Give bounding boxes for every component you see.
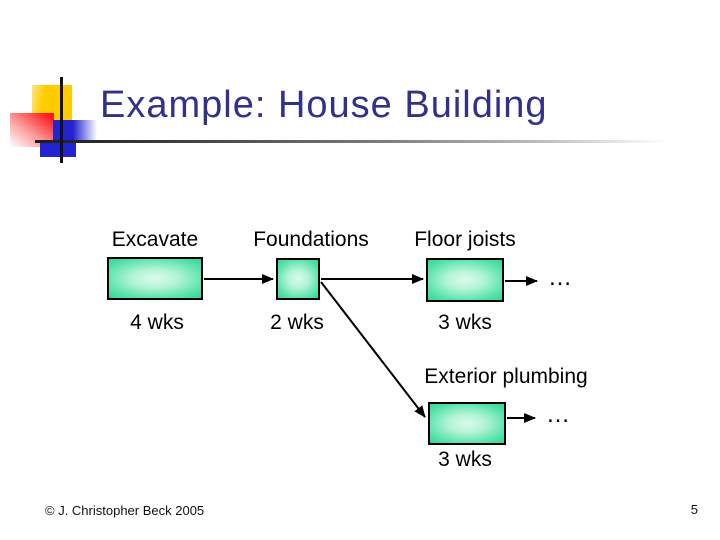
- task-box-excavate: [107, 257, 203, 300]
- footer-page-number: 5: [690, 502, 698, 517]
- task-box-floor-joists: [426, 258, 504, 302]
- header-divider-line: [35, 140, 715, 143]
- task-duration-exterior-plumbing: 3 wks: [438, 448, 492, 471]
- logo-crosshair-vertical-line: [60, 77, 63, 163]
- continuation-ellipsis-top: …: [548, 264, 572, 291]
- footer-copyright: © J. Christopher Beck 2005: [45, 503, 205, 518]
- task-label-foundations: Foundations: [253, 228, 369, 251]
- task-duration-foundations: 2 wks: [270, 311, 324, 334]
- task-duration-floor-joists: 3 wks: [438, 311, 492, 334]
- slide-title: Example: House Building: [100, 84, 548, 126]
- logo-blue-square: [53, 120, 97, 143]
- continuation-ellipsis-bottom: …: [546, 401, 570, 428]
- task-label-excavate: Excavate: [111, 228, 199, 251]
- task-label-exterior-plumbing: Exterior plumbing: [424, 365, 588, 388]
- task-box-foundations: [276, 258, 320, 300]
- arrow-foundations-to-exterior-plumbing: [320, 281, 426, 418]
- task-box-exterior-plumbing: [428, 402, 506, 445]
- task-duration-excavate: 4 wks: [130, 311, 184, 334]
- logo-blue-square-lower: [40, 143, 76, 157]
- task-label-floor-joists: Floor joists: [414, 228, 516, 251]
